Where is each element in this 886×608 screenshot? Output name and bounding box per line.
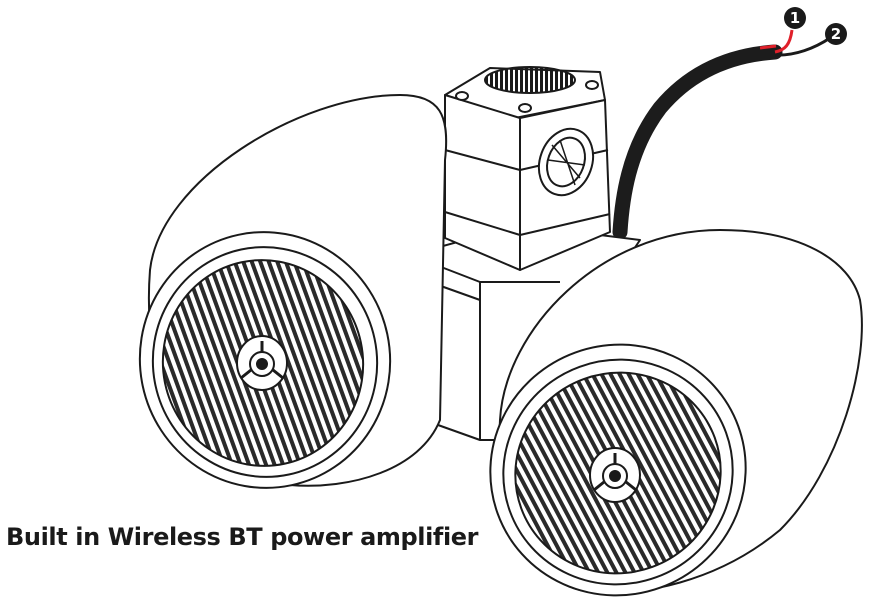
left-speaker (138, 93, 448, 489)
black-wire (774, 36, 831, 57)
callout-1: 1 (784, 7, 806, 29)
power-cable (612, 29, 831, 240)
right-speaker (489, 228, 863, 597)
callout-2: 2 (825, 23, 847, 45)
amplifier-box (444, 66, 611, 271)
feature-caption: Built in Wireless BT power amplifier (6, 523, 479, 551)
red-wire (774, 29, 794, 54)
callout-1-label: 1 (790, 9, 800, 27)
callout-2-label: 2 (831, 25, 841, 43)
